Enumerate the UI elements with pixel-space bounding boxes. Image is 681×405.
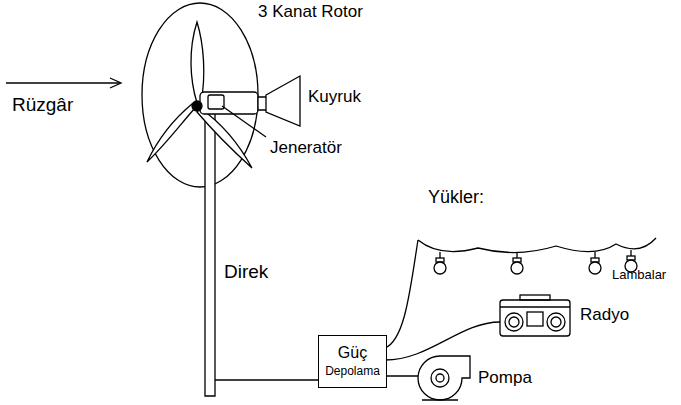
part-label: Rüzgâr (12, 95, 73, 116)
hub (192, 101, 202, 111)
blade (191, 22, 204, 103)
part-label: Kuyruk (308, 88, 361, 107)
part-label: Pompa (478, 369, 532, 388)
wind-arrowhead (110, 78, 121, 88)
pump (418, 356, 470, 400)
pole (205, 112, 215, 396)
box-title: Güç (338, 344, 367, 362)
part-label: Yükler: (428, 188, 484, 208)
cable (215, 379, 318, 380)
tail-fin (266, 76, 300, 126)
wire (385, 240, 418, 348)
rotor-disc (142, 3, 258, 187)
part-label: Direk (224, 262, 268, 283)
leader-line (222, 106, 266, 137)
blade (197, 108, 252, 168)
box-subtitle: Depolama (325, 365, 380, 379)
storage-box: GüçDepolama (318, 335, 387, 388)
blade (147, 104, 195, 162)
part-label: Jeneratör (270, 139, 342, 158)
part-label: Radyo (580, 306, 629, 325)
part-label: 3 Kanat Rotor (258, 3, 363, 22)
part-label: Lambalar (612, 268, 666, 282)
radio (500, 295, 570, 336)
generator-core (208, 95, 224, 109)
wind-arrow (6, 82, 120, 83)
lamps (434, 250, 637, 274)
wire (385, 322, 500, 360)
lamp-wire (418, 238, 656, 253)
